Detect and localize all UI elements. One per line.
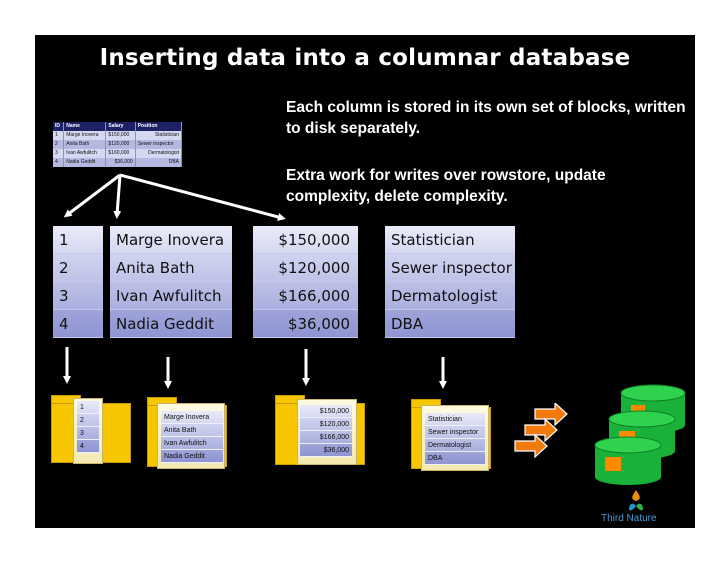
disk-stack [594, 384, 686, 485]
table-cell: 3 [53, 149, 65, 158]
column-cell: Dermatologist [385, 282, 515, 310]
source-table: ID Name Salary Position 1 Marge Inovera … [53, 122, 183, 167]
column-cell: $120,000 [253, 254, 358, 282]
write-chevrons [514, 403, 568, 459]
disk-cylinder-icon [594, 436, 662, 485]
block-cell: $166,000 [300, 431, 352, 444]
arrow-to-name-column [113, 174, 122, 219]
column-cell: 4 [53, 310, 103, 338]
block-cell: Marge Inovera [161, 411, 223, 424]
slide-title: Inserting data into a columnar database [99, 45, 631, 71]
column-cell: 1 [53, 226, 103, 254]
table-cell: 4 [53, 158, 65, 167]
block-cell: Anita Bath [161, 424, 223, 437]
block-cell: Dermatologist [425, 439, 485, 452]
chevron-arrow [524, 417, 558, 443]
split-arrows [63, 173, 447, 389]
table-row: 3 Ivan Awfulitch $160,000 Dermatologist [53, 149, 183, 158]
column-name: Marge Inovera Anita Bath Ivan Awfulitch … [110, 226, 232, 338]
table-header: Position [135, 122, 183, 131]
note-storage: Each column is stored in its own set of … [286, 99, 686, 137]
table-cell: $120,000 [105, 140, 136, 149]
block-cell: Nadia Geddit [161, 450, 223, 463]
table-row: 1 Marge Inovera $150,000 Statistician [53, 131, 183, 140]
block-cell: Sewer inspector [425, 426, 485, 439]
third-nature-logo-icon [629, 490, 643, 511]
column-cell: $150,000 [253, 226, 358, 254]
column-cell: Statistician [385, 226, 515, 254]
block-cell: 3 [77, 427, 99, 440]
chevron-arrow [514, 433, 548, 459]
column-cell: $36,000 [253, 310, 358, 338]
column-cell: 3 [53, 282, 103, 310]
block-cell: $36,000 [300, 444, 352, 457]
table-cell: Sewer inspector [135, 140, 183, 149]
table-cell: Dermatologist [135, 149, 183, 158]
column-position: Statistician Sewer inspector Dermatologi… [385, 226, 515, 338]
column-cell: DBA [385, 310, 515, 338]
table-cell: Marge Inovera [63, 131, 107, 140]
column-cell: Marge Inovera [110, 226, 232, 254]
arrow-to-id-column [63, 173, 121, 218]
table-header: Name [63, 122, 107, 131]
table-cell: Anita Bath [63, 140, 107, 149]
column-salary: $150,000 $120,000 $166,000 $36,000 [253, 226, 358, 338]
chevron-arrow [534, 403, 568, 427]
brand-name: Third Nature [601, 513, 657, 524]
table-cell: Nadia Geddit [63, 158, 107, 167]
block-cell: 2 [77, 414, 99, 427]
table-cell: 2 [53, 140, 65, 149]
column-cell: Anita Bath [110, 254, 232, 282]
block-cell: Statistician [425, 413, 485, 426]
block-cell: 4 [77, 440, 99, 453]
column-cell: Ivan Awfulitch [110, 282, 232, 310]
block-cell: 1 [77, 401, 99, 414]
table-row: 4 Nadia Geddit $36,000 DBA [53, 158, 183, 167]
table-cell: $160,000 [105, 149, 136, 158]
column-cell: 2 [53, 254, 103, 282]
block-cell: DBA [425, 452, 485, 465]
note-write-cost: Extra work for writes over rowstore, upd… [286, 167, 606, 205]
column-id: 1 2 3 4 [53, 226, 103, 338]
table-row: 2 Anita Bath $120,000 Sewer inspector [53, 140, 183, 149]
arrow-to-salary-column [119, 173, 286, 221]
slide: Inserting data into a columnar database … [35, 35, 695, 528]
table-cell: DBA [135, 158, 183, 167]
table-cell: 1 [53, 131, 65, 140]
column-cell: Sewer inspector [385, 254, 515, 282]
column-cell: $166,000 [253, 282, 358, 310]
block-cell: $120,000 [300, 418, 352, 431]
table-cell: $150,000 [105, 131, 136, 140]
column-cell: Nadia Geddit [110, 310, 232, 338]
table-header: Salary [105, 122, 136, 131]
table-cell: $36,000 [105, 158, 136, 167]
table-header: ID [53, 122, 65, 131]
table-cell: Ivan Awfulitch [63, 149, 107, 158]
block-cell: $150,000 [300, 405, 352, 418]
table-cell: Statistician [135, 131, 183, 140]
block-cell: Ivan Awfulitch [161, 437, 223, 450]
